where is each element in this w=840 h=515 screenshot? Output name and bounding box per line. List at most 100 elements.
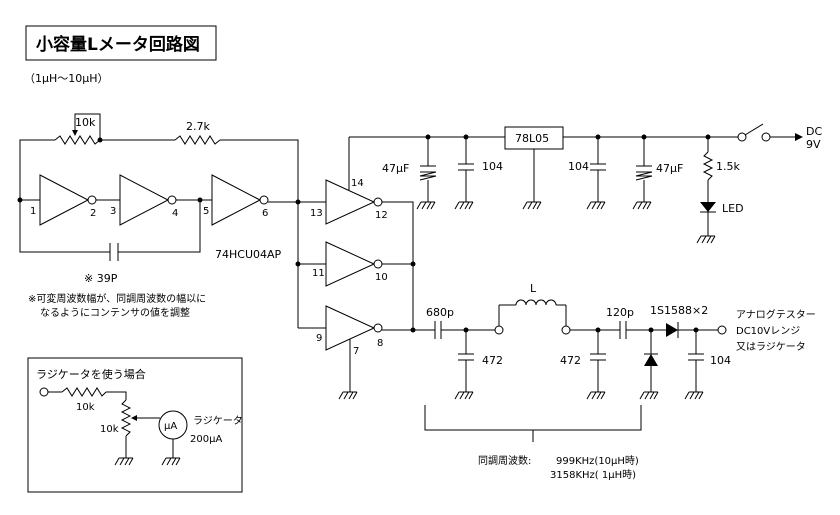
pin-8: 8 — [377, 338, 383, 349]
var-cap-value: ※ 39P — [84, 272, 118, 285]
r-led — [702, 151, 714, 181]
inverter-1 — [39, 174, 90, 226]
pin-11: 11 — [312, 268, 325, 279]
pin-9: 9 — [316, 333, 322, 344]
switch-contact-b — [761, 132, 771, 142]
note-line-2: なるようにコンテンサの値を調整 — [40, 306, 190, 319]
ground-icon — [114, 457, 134, 466]
ground-icon — [338, 391, 358, 400]
junction-vr — [97, 137, 103, 143]
pin-7: 7 — [353, 346, 359, 357]
ground-icon — [632, 201, 652, 210]
inset-vr-value: 10k — [100, 424, 119, 435]
inset-meter-range: 200μA — [190, 434, 222, 445]
r-feedback-value: 2.7k — [186, 120, 210, 133]
inset-box — [27, 357, 243, 493]
diode-series — [666, 323, 678, 337]
wire-12-out — [382, 201, 414, 330]
c47-in-value: 47μF — [382, 162, 409, 175]
inset-wiper-arrow — [131, 415, 137, 421]
pin-5: 5 — [203, 206, 209, 217]
pin-2: 2 — [90, 208, 96, 219]
feedback-loop-top — [19, 139, 55, 200]
inductor-l — [515, 299, 557, 306]
ground-icon — [416, 201, 436, 210]
output-line-1: アナログテスター — [736, 308, 816, 321]
ground-icon — [586, 391, 606, 400]
c472b-value: 472 — [560, 354, 581, 367]
pin-1: 1 — [30, 206, 36, 217]
inverter-2-bubble — [167, 195, 177, 205]
pin-10: 10 — [375, 272, 388, 283]
power-label-v: 9V — [806, 138, 821, 151]
tuning-bracket — [424, 405, 642, 431]
inset-wire-to-vr — [106, 391, 127, 400]
ground-icon — [454, 391, 474, 400]
inset-title: ラジケータを使う場合 — [36, 367, 146, 381]
output-line-2: DC10Vレンジ — [736, 326, 800, 337]
diode-label: 1S1588×2 — [650, 304, 708, 317]
ground-icon — [586, 201, 606, 210]
inverter-1-bubble — [87, 195, 97, 205]
junction-out-10 — [410, 261, 416, 267]
ground-icon — [454, 201, 474, 210]
r-feedback — [174, 135, 221, 145]
output-line-3: 又はラジケータ — [736, 341, 806, 353]
inverter-3-bubble — [259, 195, 269, 205]
led-label: LED — [722, 202, 744, 215]
inset-r1 — [61, 387, 107, 397]
inverter-6-bubble — [373, 323, 383, 333]
pin-4: 4 — [172, 208, 178, 219]
inset-r1-value: 10k — [76, 402, 95, 413]
output-terminal — [717, 325, 727, 335]
freq-value-1: 999KHz(10μH時) — [556, 455, 639, 467]
vr1-resistor — [54, 135, 101, 145]
wire-var-cap-left — [19, 200, 110, 253]
inverter-2 — [119, 174, 170, 226]
c104-in-value: 104 — [482, 160, 503, 173]
power-label-dc: DC — [806, 125, 822, 138]
title-box — [25, 25, 217, 61]
ground-icon — [696, 235, 716, 244]
led-symbol — [700, 202, 716, 212]
ic-part-number: 74HCU04AP — [215, 248, 282, 261]
c472a-value: 472 — [482, 354, 503, 367]
pin-6: 6 — [262, 208, 268, 219]
diagram-title: 小容量Lメータ回路図 — [36, 34, 200, 55]
inductance-range: （1μH～10μH） — [24, 72, 109, 85]
inset-input-terminal — [39, 387, 49, 397]
vr1-wiper — [74, 113, 101, 140]
inverter-5 — [325, 241, 376, 287]
inset-vr — [120, 399, 132, 437]
wire-r-to-ic — [220, 139, 299, 202]
inverter-4 — [325, 179, 376, 225]
inset-meter-name: ラジケータ — [193, 415, 243, 427]
c680-value: 680p — [426, 306, 454, 319]
pin-12: 12 — [375, 210, 388, 221]
c104-out-value: 104 — [568, 160, 589, 173]
ground-icon — [684, 391, 704, 400]
ground-icon — [522, 201, 542, 210]
pin-3: 3 — [110, 206, 116, 217]
ground-icon — [161, 457, 181, 466]
power-switch — [744, 123, 764, 136]
inverter-4-bubble — [373, 197, 383, 207]
ground-icon — [639, 391, 659, 400]
junction-out-8 — [410, 327, 416, 333]
vr1-wiper-arrow — [72, 130, 78, 136]
pin-14: 14 — [351, 178, 364, 189]
freq-label: 同調周波数: — [478, 454, 531, 467]
l-terminal-right — [561, 325, 571, 335]
c104-filter-value: 104 — [710, 354, 731, 367]
inverter-3 — [211, 174, 262, 226]
c47-out-plate-bottom — [635, 171, 653, 181]
r-led-value: 1.5k — [716, 160, 740, 173]
inset-meter-symbol: μA — [164, 421, 177, 432]
power-arrow — [795, 133, 803, 141]
c47-out-value: 47μF — [656, 162, 683, 175]
vr1-value: 10k — [75, 116, 96, 129]
diode-shunt — [644, 354, 658, 366]
note-line-1: ※可変周波数幅が、同調周波数の幅以に — [28, 292, 206, 305]
regulator-label: 78L05 — [515, 132, 549, 145]
